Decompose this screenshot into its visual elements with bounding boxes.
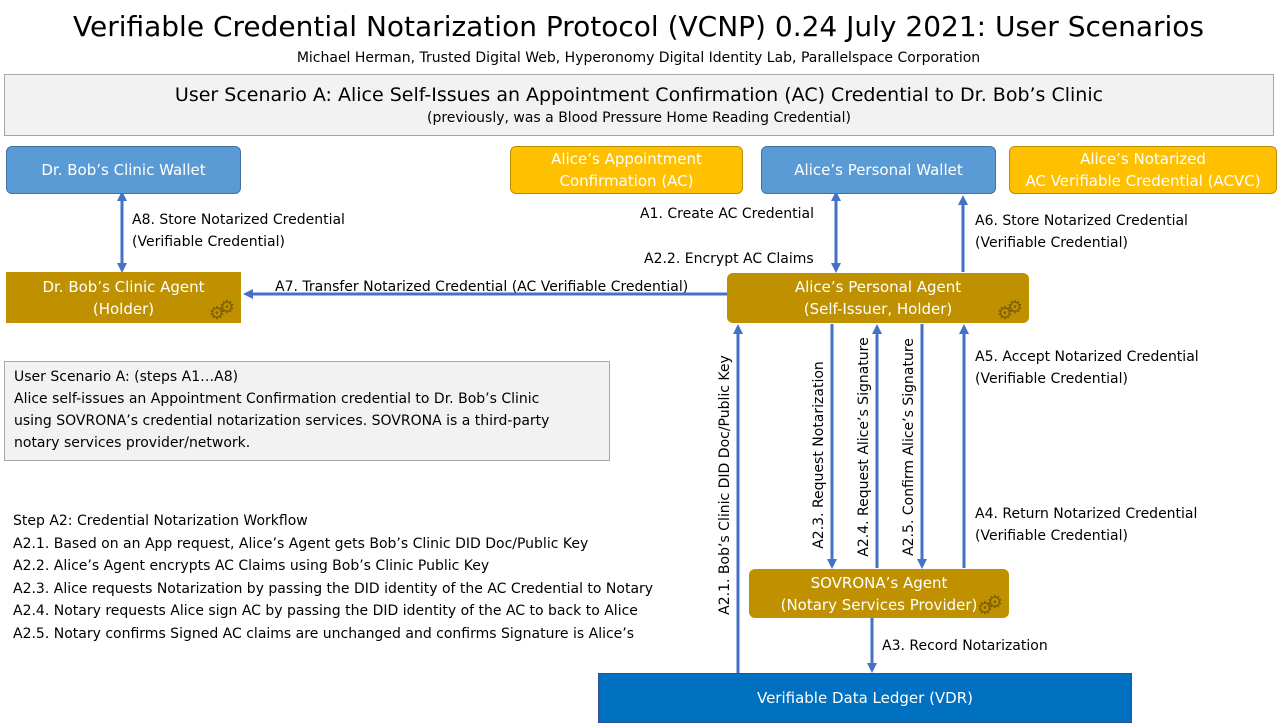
label-a6-line2: (Verifiable Credential) (975, 235, 1128, 251)
scenario-note-line: Alice self-issues an Appointment Confirm… (14, 391, 540, 407)
diagram-subtitle: Michael Herman, Trusted Digital Web, Hyp… (296, 50, 981, 66)
label-a8-line1: A8. Store Notarized Credential (132, 212, 345, 228)
workflow-step: A2.5. Notary confirms Signed AC claims a… (13, 625, 635, 642)
verifiable-data-ledger[interactable]: Verifiable Data Ledger (VDR) (598, 673, 1132, 723)
bob-clinic-wallet[interactable]: Dr. Bob’s Clinic Wallet (6, 146, 241, 194)
label-a21: A2.1. Bob’s Clinic DID Doc/Public Key (717, 355, 733, 615)
alice-ac-label-1: Alice’s Appointment (551, 150, 702, 168)
label-a4-line1: A4. Return Notarized Credential (975, 506, 1198, 522)
bob-agent-label-2: (Holder) (92, 299, 155, 318)
workflow-step: A2.2. Alice’s Agent encrypts AC Claims u… (13, 558, 490, 574)
scenario-note: User Scenario A: (steps A1…A8) Alice sel… (4, 361, 610, 461)
sovrona-agent-label-2: (Notary Services Provider) (780, 595, 978, 614)
scenario-note-line: using SOVRONA’s credential notarization … (14, 413, 550, 429)
label-a5-line1: A5. Accept Notarized Credential (975, 349, 1199, 365)
alice-personal-agent[interactable]: Alice’s Personal Agent (Self-Issuer, Hol… (727, 273, 1029, 323)
label-a25: A2.5. Confirm Alice’s Signature (901, 338, 917, 556)
scenario-heading-note: (previously, was a Blood Pressure Home R… (427, 110, 851, 126)
alice-personal-wallet[interactable]: Alice’s Personal Wallet (761, 146, 996, 194)
bob-clinic-agent[interactable]: Dr. Bob’s Clinic Agent (Holder) ⚙⚙ (6, 272, 241, 323)
gear-icon: ⚙ (976, 598, 993, 619)
workflow-steps: Step A2: Credential Notarization Workflo… (13, 510, 653, 645)
label-a1: A1. Create AC Credential (640, 206, 814, 222)
label-a3: A3. Record Notarization (882, 638, 1048, 654)
scenario-heading: User Scenario A: Alice Self-Issues an Ap… (174, 84, 1104, 106)
alice-acvc-credential[interactable]: Alice’s Notarized AC Verifiable Credenti… (1009, 146, 1277, 194)
gear-icon: ⚙ (218, 297, 235, 318)
alice-agent-label-2: (Self-Issuer, Holder) (803, 300, 953, 318)
scenario-note-line: User Scenario A: (steps A1…A8) (14, 369, 239, 385)
workflow-step: A2.4. Notary requests Alice sign AC by p… (13, 603, 638, 619)
alice-ac-label-2: Confirmation (AC) (559, 172, 694, 190)
sovrona-agent[interactable]: SOVRONA’s Agent (Notary Services Provide… (749, 569, 1009, 618)
gear-icon: ⚙ (208, 303, 225, 324)
workflow-step: A2.1. Based on an App request, Alice’s A… (13, 535, 589, 552)
workflow-step: A2.3. Alice requests Notarization by pas… (13, 580, 654, 597)
gear-icon: ⚙ (1006, 297, 1023, 318)
label-a4: A4. Return Notarized Credential (Verifia… (975, 503, 1197, 547)
bob-agent-label-1: Dr. Bob’s Clinic Agent (42, 277, 205, 296)
gear-icon: ⚙ (986, 592, 1003, 613)
label-a4-line2: (Verifiable Credential) (975, 528, 1128, 544)
label-a6: A6. Store Notarized Credential (Verifiab… (975, 210, 1188, 254)
label-a5: A5. Accept Notarized Credential (Verifia… (975, 346, 1199, 390)
alice-acvc-label-1: Alice’s Notarized (1080, 150, 1206, 168)
label-a5-line2: (Verifiable Credential) (975, 371, 1128, 387)
alice-wallet-label: Alice’s Personal Wallet (794, 161, 963, 179)
scenario-banner: User Scenario A: Alice Self-Issues an Ap… (4, 74, 1274, 136)
label-a22: A2.2. Encrypt AC Claims (644, 251, 814, 267)
bob-clinic-wallet-label: Dr. Bob’s Clinic Wallet (41, 161, 206, 179)
vdr-label: Verifiable Data Ledger (VDR) (756, 689, 974, 707)
label-a7: A7. Transfer Notarized Credential (AC Ve… (275, 279, 689, 295)
diagram-title: Verifiable Credential Notarization Proto… (72, 10, 1205, 43)
label-a23: A2.3. Request Notarization (811, 361, 827, 549)
sovrona-agent-label-1: SOVRONA’s Agent (810, 573, 948, 592)
label-a24: A2.4. Request Alice’s Signature (856, 337, 872, 556)
alice-ac-credential[interactable]: Alice’s Appointment Confirmation (AC) (510, 146, 743, 194)
scenario-note-line: notary services provider/network. (14, 435, 251, 451)
label-a8: A8. Store Notarized Credential (Verifiab… (132, 209, 345, 253)
workflow-heading: Step A2: Credential Notarization Workflo… (13, 513, 308, 529)
alice-agent-label-1: Alice’s Personal Agent (794, 278, 962, 296)
gear-icon: ⚙ (996, 303, 1013, 324)
label-a8-line2: (Verifiable Credential) (132, 234, 285, 250)
label-a6-line1: A6. Store Notarized Credential (975, 213, 1188, 229)
alice-acvc-label-2: AC Verifiable Credential (ACVC) (1025, 172, 1261, 190)
